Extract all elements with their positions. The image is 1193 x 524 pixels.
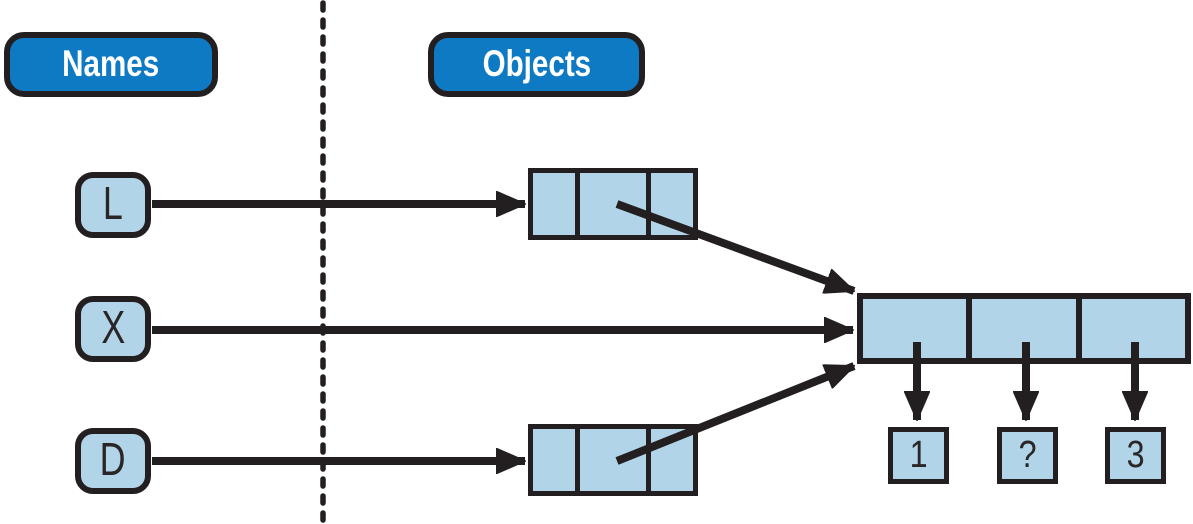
shared-list-object [857, 293, 1191, 364]
name-node-d: D [75, 428, 151, 494]
value-box-1-label: 1 [909, 433, 928, 476]
name-node-d-label: D [100, 433, 126, 485]
names-header-badge: Names [4, 32, 218, 97]
top-list-cell-2 [575, 173, 651, 235]
top-list-cell-1 [533, 173, 575, 235]
shared-list-cell-2 [966, 299, 1082, 358]
value-box-3: 3 [1105, 427, 1166, 484]
value-box-3-label: 3 [1126, 433, 1145, 476]
shared-list-cell-1 [863, 299, 966, 358]
value-box-question: ? [997, 427, 1058, 484]
objects-header-badge: Objects [428, 32, 645, 97]
name-node-x-label: X [101, 301, 125, 353]
bottom-list-cell-3 [651, 429, 693, 491]
objects-header-label: Objects [482, 42, 591, 84]
name-node-l-label: L [103, 177, 123, 229]
bottom-list-cell-1 [533, 429, 575, 491]
value-box-1: 1 [888, 427, 949, 484]
top-list-object [528, 168, 698, 240]
name-node-l: L [75, 172, 151, 238]
names-header-label: Names [62, 42, 160, 84]
bottom-list-cell-2 [575, 429, 651, 491]
shared-list-cell-3 [1082, 299, 1185, 358]
name-node-x: X [75, 296, 151, 362]
top-list-cell-3 [651, 173, 693, 235]
bottom-list-object [528, 424, 698, 496]
value-box-question-label: ? [1018, 433, 1037, 476]
